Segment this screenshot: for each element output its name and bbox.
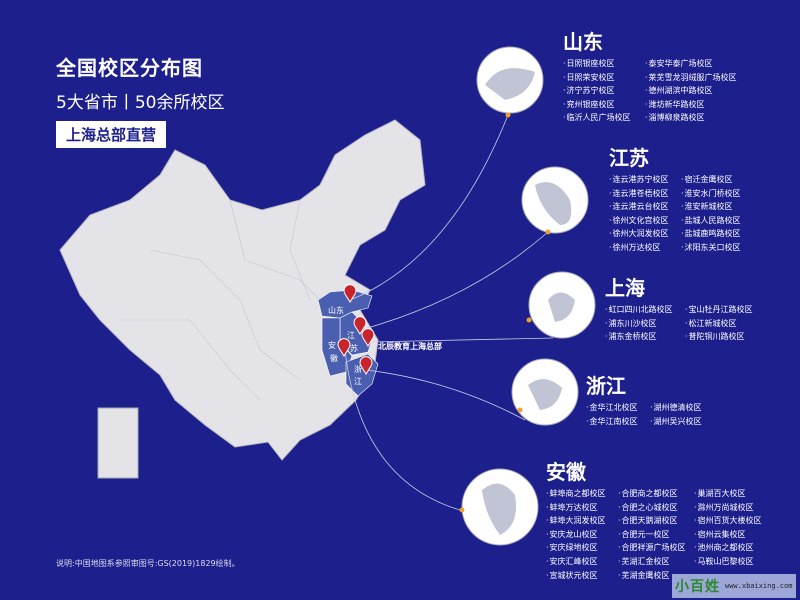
campus-item: 马鞍山巴黎校区 [694, 555, 762, 569]
connector-lines [344, 114, 554, 511]
map-label-zhejiang-2: 江 [354, 377, 362, 386]
map-label-jiangsu-1: 江 [347, 331, 355, 340]
campus-item: 连云港云台校区 [609, 200, 669, 214]
province-borders [120, 199, 321, 401]
campus-item: 安庆汇峰校区 [546, 555, 606, 569]
map-label-zhejiang-1: 浙 [354, 365, 362, 374]
campus-item: 徐州万达校区 [609, 241, 669, 255]
campus-item: 兖州银座校区 [563, 98, 633, 112]
campus-item: 普陀铜川路校区 [685, 330, 753, 344]
south-sea-inset [97, 407, 139, 479]
campus-item: 合肥祥源广场校区 [618, 541, 686, 555]
province-name: 山东 [563, 30, 603, 54]
campus-item: 虹口四川北路校区 [605, 303, 673, 317]
campus-item: 湖州吴兴校区 [650, 415, 702, 429]
map-label-anhui-2: 徽 [330, 354, 338, 363]
region-shandong [317, 289, 373, 319]
campus-item: 潍坊新华路校区 [645, 98, 737, 112]
footnote: 说明:中国地图系参照审图号:GS(2019)1829绘制。 [56, 559, 240, 568]
campus-item: 济宁苏宁校区 [563, 84, 633, 98]
province-anhui: 安徽 蚌埠商之都校区蚌埠万达校区蚌埠大润发校区安庆龙山校区安庆绿地校区安庆汇峰校… [546, 460, 762, 582]
campus-item: 日照荣安校区 [563, 71, 633, 85]
connector-dots [459, 112, 551, 513]
campus-item: 淮安新城校区 [681, 200, 741, 214]
campus-item: 盐城人民路校区 [681, 214, 741, 228]
campus-item: 合肥之心城校区 [618, 501, 682, 515]
province-name: 安徽 [546, 460, 586, 484]
campus-item: 湖州德清校区 [650, 401, 702, 415]
campus-item: 泰安华泰广场校区 [645, 57, 737, 71]
campus-item: 蚌埠商之都校区 [546, 487, 606, 501]
watermark: 小百姓 www.xbaixing.com [672, 574, 796, 598]
campus-item: 盐城鹿鸣路校区 [681, 227, 741, 241]
province-name: 江苏 [609, 146, 649, 170]
location-pins [337, 284, 375, 375]
campus-item: 金华江南校区 [586, 415, 638, 429]
campus-item: 芜湖金鹰校区 [618, 569, 682, 583]
campus-item: 徐州大润发校区 [609, 227, 669, 241]
campus-item: 巢湖百大校区 [694, 487, 762, 501]
province-jiangsu: 江苏 连云港苏宁校区连云港苍梧校区连云港云台校区徐州文化宫校区徐州大润发校区徐州… [609, 146, 741, 255]
campus-item: 日照银座校区 [563, 57, 633, 71]
hq-label: 北辰教育上海总部 [378, 342, 442, 351]
campus-item: 宝山牡丹江路校区 [685, 303, 753, 317]
map-label-shandong: 山东 [328, 306, 344, 315]
campus-item: 临沂人民广场校区 [563, 111, 633, 125]
province-shanghai: 上海 虹口四川北路校区浦东川沙校区浦东金桥校区 宝山牡丹江路校区松江新城校区普陀… [605, 276, 753, 344]
campus-item: 蚌埠万达校区 [546, 501, 606, 515]
campus-item: 徐州文化宫校区 [609, 214, 669, 228]
campus-item: 沭阳东关口校区 [681, 241, 741, 255]
map-label-jiangsu-2: 苏 [350, 344, 358, 353]
campus-item: 合肥元一校区 [618, 528, 682, 542]
campus-item: 连云港苏宁校区 [609, 173, 669, 187]
campus-item: 合肥商之都校区 [618, 487, 682, 501]
page-title: 全国校区分布图 [56, 56, 203, 80]
province-name: 上海 [605, 276, 645, 300]
campus-item: 宿州百货大楼校区 [694, 514, 762, 528]
campus-item: 蚌埠大润发校区 [546, 514, 606, 528]
campus-item: 金华江北校区 [586, 401, 638, 415]
province-mini-maps [482, 68, 575, 535]
campus-item: 连云港苍梧校区 [609, 187, 669, 201]
campus-item: 松江新城校区 [685, 317, 753, 331]
campus-item: 莱芜雪龙羽绒服广场校区 [645, 71, 737, 85]
watermark-url: www.xbaixing.com [725, 582, 793, 590]
province-zhejiang: 浙江 金华江北校区金华江南校区 湖州德清校区湖州吴兴校区 [586, 374, 702, 428]
campus-item: 宣城状元校区 [546, 569, 606, 583]
campus-item: 合肥天鹅湖校区 [618, 514, 682, 528]
campus-item: 宿迁金鹰校区 [681, 173, 741, 187]
campus-item: 淄博柳泉路校区 [645, 111, 737, 125]
hq-badge: 上海总部直营 [56, 121, 167, 148]
map-label-anhui-1: 安 [328, 341, 336, 350]
page-subtitle: 5大省市丨50余所校区 [56, 93, 225, 113]
watermark-text: 小百姓 [675, 579, 720, 595]
campus-item: 浦东川沙校区 [605, 317, 673, 331]
campus-item: 安庆龙山校区 [546, 528, 606, 542]
campus-item: 德州湖滨中路校区 [645, 84, 737, 98]
campus-item: 池州商之都校区 [694, 541, 762, 555]
campus-item: 淮安水门桥校区 [681, 187, 741, 201]
campus-item: 滁州万尚城校区 [694, 501, 762, 515]
campus-item: 宿州云集校区 [694, 528, 762, 542]
province-name: 浙江 [586, 374, 626, 398]
campus-item: 安庆绿地校区 [546, 541, 606, 555]
campus-item: 芜湖汇金校区 [618, 555, 682, 569]
province-shandong: 山东 日照银座校区日照荣安校区济宁苏宁校区兖州银座校区临沂人民广场校区 泰安华泰… [563, 30, 737, 125]
campus-item: 浦东金桥校区 [605, 330, 673, 344]
